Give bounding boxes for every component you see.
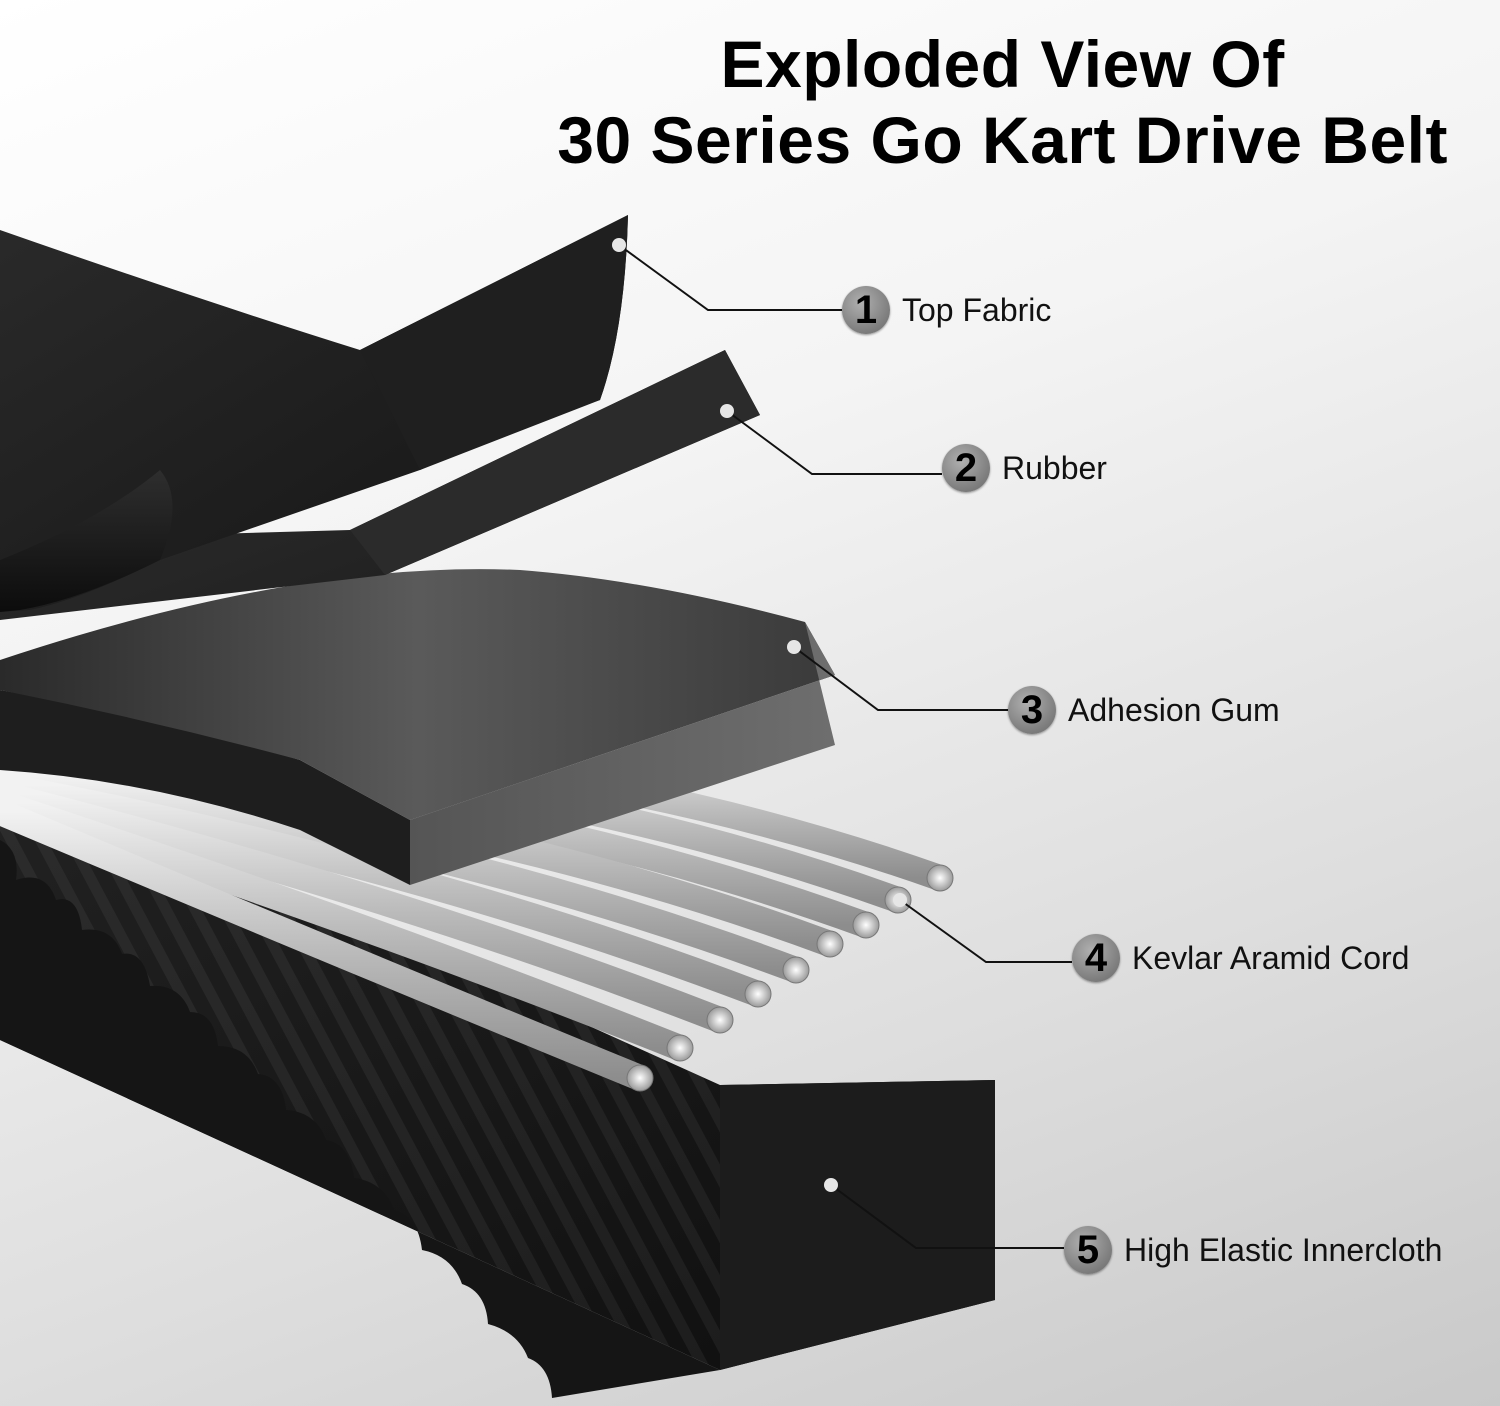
diagram-title: Exploded View Of 30 Series Go Kart Drive… xyxy=(557,26,1448,178)
kevlar-cord-end xyxy=(926,864,954,892)
leader-line-3 xyxy=(793,646,1010,711)
callout-label: Rubber xyxy=(1002,449,1107,486)
leader-lines xyxy=(618,244,1072,1249)
kevlar-cord xyxy=(0,799,653,1091)
leader-line-1 xyxy=(618,244,842,311)
callout-label: Adhesion Gum xyxy=(1068,691,1280,728)
anchor-dot-2 xyxy=(720,404,734,418)
top-fabric-layer xyxy=(0,215,628,612)
rubber-layer xyxy=(0,350,760,620)
callout-1: 1 Top Fabric xyxy=(842,284,1051,336)
callout-number-badge: 4 xyxy=(1072,934,1120,982)
anchor-dot-1 xyxy=(612,238,626,252)
kevlar-cord xyxy=(0,790,693,1061)
anchor-dot-5 xyxy=(824,1178,838,1192)
callout-number-badge: 5 xyxy=(1064,1226,1112,1274)
callout-number-badge: 1 xyxy=(842,286,890,334)
kevlar-cord-end xyxy=(666,1034,694,1062)
kevlar-cord-end xyxy=(816,930,844,958)
callout-label: Top Fabric xyxy=(902,291,1052,328)
title-line-1: Exploded View Of xyxy=(720,27,1285,101)
callout-3: 3 Adhesion Gum xyxy=(1008,684,1280,736)
leader-line-5 xyxy=(830,1184,1064,1249)
kevlar-cord-end xyxy=(626,1064,654,1092)
leader-line-2 xyxy=(726,410,942,475)
kevlar-cord-end xyxy=(706,1006,734,1034)
anchor-dot-3 xyxy=(787,640,801,654)
kevlar-cord-end xyxy=(852,911,880,939)
leader-line-4 xyxy=(899,899,1072,963)
kevlar-cord-end xyxy=(782,956,810,984)
callout-label: Kevlar Aramid Cord xyxy=(1132,939,1410,976)
kevlar-cord-end xyxy=(744,980,772,1008)
kevlar-cord xyxy=(0,781,733,1033)
adhesion-gum-layer xyxy=(0,569,835,885)
title-line-2: 30 Series Go Kart Drive Belt xyxy=(557,103,1448,177)
anchor-dots xyxy=(612,238,907,1192)
callout-number-badge: 2 xyxy=(942,444,990,492)
callout-number-badge: 3 xyxy=(1008,686,1056,734)
callout-2: 2 Rubber xyxy=(942,442,1107,494)
callout-4: 4 Kevlar Aramid Cord xyxy=(1072,932,1409,984)
callout-5: 5 High Elastic Innercloth xyxy=(1064,1224,1442,1276)
callout-label: High Elastic Innercloth xyxy=(1124,1231,1443,1268)
anchor-dot-4 xyxy=(893,893,907,907)
